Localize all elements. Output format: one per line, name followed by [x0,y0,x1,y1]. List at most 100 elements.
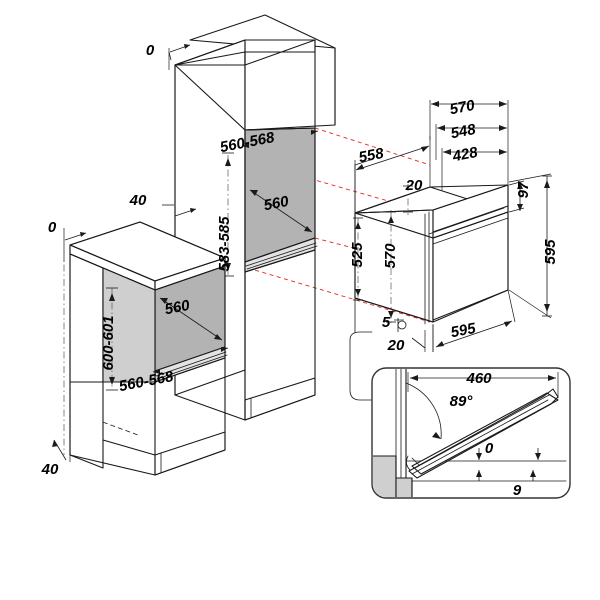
dim570d-arrow-right [499,101,507,107]
tall-width-arrow-right [311,130,318,135]
detail-door-inner-line2 [411,399,549,475]
dim97-ext-bot [508,207,525,213]
low-niche-opening [102,267,156,383]
lbl-oven-97: 97 [515,181,532,198]
dim570h-arrow-bot [388,311,394,318]
detail-contents [373,369,567,497]
low-width-arrow-left [153,369,160,374]
detail-open-door [406,388,559,479]
dim97-arrow-bot [517,204,523,211]
tall-niche-floor-front [244,249,316,273]
tall-width-arrow-left [242,143,249,148]
detail-leader-bracket-top [349,331,373,341]
tall-height-arrow-bottom [225,263,231,271]
low-zero-arrow [80,232,86,237]
detail-460-arrow-right [548,375,556,381]
detail-hinge-curve [406,455,411,471]
dim97-ext-top [508,180,525,186]
tall-depth-arrow-right [304,226,312,232]
lbl-oven-428: 428 [450,144,479,166]
detail-9-arrow-left [476,470,482,477]
lbl-detail-460: 460 [465,370,492,387]
lbl-low-depth: 560 [163,297,191,319]
tall-upper-outline [174,39,316,131]
detail-plinth-block-left [373,455,397,497]
detail-door-inner-line [414,394,550,469]
low-bottom-edge [69,454,156,476]
dim570h-arrow-top [388,216,394,223]
dim570d-arrow-left [431,101,439,107]
detail-460-arrow-left [410,375,418,381]
low-plinth [154,431,226,476]
low-cabinet-left-face [69,253,104,469]
lbl-oven-595h: 595 [542,239,559,265]
tall-depth-arrow-left [250,190,258,196]
detail-plinth-outline [373,455,413,497]
dim548-arrow-left [437,125,445,131]
low-depth-dim-line [159,297,223,341]
door-detail-view [349,331,571,499]
lbl-tall-height: 583-585 [216,216,233,272]
detail-hinge-line [411,457,420,466]
tall-niche-floor-line2 [246,245,318,270]
lbl-tall-zero: 0 [146,42,155,59]
oven-unit-view [353,100,552,352]
tall-forty-arrow [190,208,196,213]
projection-line-top [314,127,431,166]
lbl-oven-20top: 20 [405,177,423,194]
tall-niche-floor-rear [244,237,316,263]
under-counter-view [52,221,229,476]
lbl-oven-548: 548 [449,121,477,143]
tall-lower-body [244,249,316,421]
detail-0-arrow-left [476,453,482,460]
dim558-arrow-right [421,146,429,152]
dim428-arrow-left [443,149,451,155]
lbl-oven-525: 525 [349,242,366,268]
detail-leader-bracket [349,339,373,401]
oven-door-gap-line [432,217,509,245]
detail-plinth-block-right [395,477,413,497]
dim525-arrow-top [355,222,361,229]
dim548-arrow-right [499,125,507,131]
lbl-tall-forty: 40 [129,192,147,209]
tall-niche-top-edge [244,127,316,131]
detail-0-arrow-right [535,453,541,460]
projection-line-bottom [247,267,431,323]
detail-angle-arrow [432,432,441,439]
low-plinth-left [102,439,156,456]
oven-panel-divider-1 [432,205,509,233]
tall-plinth [244,377,316,421]
low-floor-line2 [156,354,228,380]
tall-zero-tick [168,51,172,61]
dim20bot-leader [411,337,426,349]
oven-bottom-edge [354,297,434,323]
oven-top-front-edge [354,209,434,214]
dim595w-line [435,320,513,348]
detail-9-arrow-right [530,470,536,477]
low-floor-line1 [155,351,227,377]
low-forty-arrow [52,440,58,447]
lbl-detail-0: 0 [485,440,494,457]
low-worktop-side-edge [154,265,226,291]
oven-front-bottom-edge [432,289,509,323]
dim595h-ext-bot [508,289,552,319]
tall-column-view [162,14,336,421]
lbl-low-zero: 0 [48,219,57,236]
dim97-arrow-top [517,182,523,189]
oven-rear-top-tick [354,159,371,166]
oven-panel-divider-3 [428,207,505,235]
lbl-detail-89: 89° [450,393,474,410]
dim595w-ext-right [507,289,516,323]
oven-foot-hole [397,320,407,330]
tall-depth-dim-line [249,189,313,233]
tall-lower-bottom-edge [174,394,246,421]
dim558-arrow-left [356,164,364,170]
low-width-arrow-right [221,347,228,352]
lbl-low-height: 600-601 [100,315,117,370]
lbl-oven-5: 5 [382,314,391,331]
lbl-oven-595w: 595 [449,320,477,342]
lbl-tall-depth: 560 [262,193,290,215]
dim525-arrow-bot [355,289,361,296]
lbl-oven-20bot: 20 [387,337,405,354]
